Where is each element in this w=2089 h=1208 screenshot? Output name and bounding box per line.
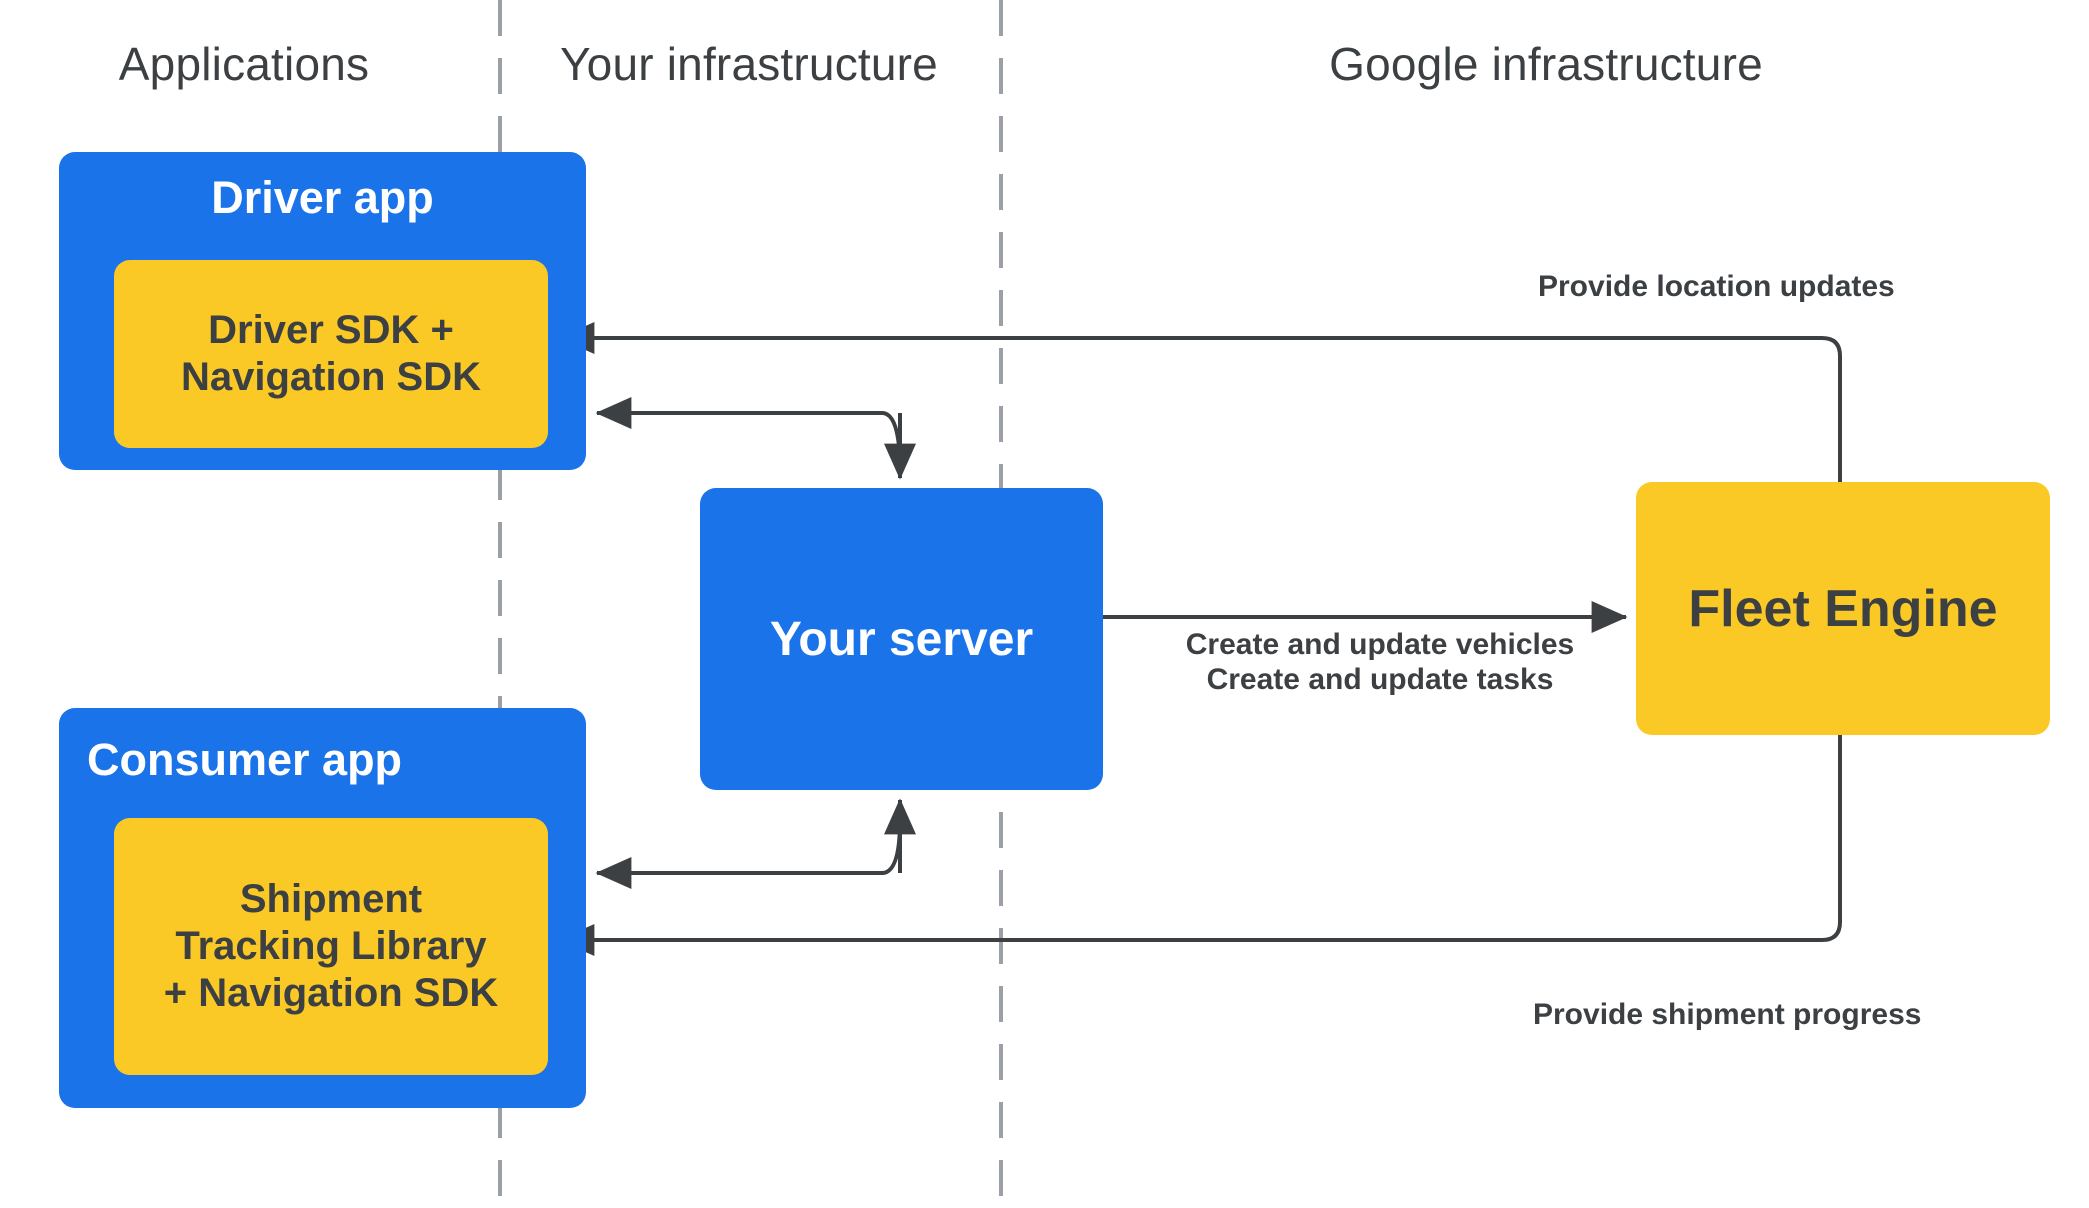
driver-app-title: Driver app (211, 172, 434, 223)
node-consumer-sdk[interactable]: Shipment Tracking Library + Navigation S… (114, 818, 548, 1075)
edge-label-create-update: Create and update vehicles Create and up… (1150, 628, 1610, 697)
consumer-sdk-line-1: Shipment (239, 876, 423, 921)
driver-sdk-line-1: Driver SDK + (208, 307, 454, 352)
edge-label-create-tasks: Create and update tasks (1206, 662, 1554, 696)
edge-label-location-updates: Provide location updates (1538, 270, 1895, 303)
node-fleet-engine[interactable]: Fleet Engine (1636, 482, 2050, 735)
consumer-sdk-text: Shipment Tracking Library + Navigation S… (114, 876, 548, 1018)
consumer-app-title: Consumer app (87, 734, 403, 785)
driver-sdk-text: Driver SDK + Navigation SDK (114, 307, 548, 401)
consumer-sdk-line-3: + Navigation SDK (163, 971, 499, 1016)
edge-label-create-vehicles: Create and update vehicles (1185, 628, 1575, 661)
edge-server-to-driver (595, 397, 902, 471)
node-your-server[interactable]: Your server (700, 488, 1103, 790)
fleet-engine-label: Fleet Engine (1688, 579, 1998, 638)
node-consumer-app[interactable]: Consumer app Shipment Tracking Library +… (59, 708, 586, 1108)
edge-location-updates (558, 322, 1842, 482)
column-header-your-infrastructure: Your infrastructure (560, 38, 938, 90)
your-server-label: Your server (769, 612, 1034, 666)
consumer-sdk-line-2: Tracking Library (175, 923, 487, 968)
edge-label-shipment-progress: Provide shipment progress (1533, 998, 1922, 1031)
node-driver-sdk[interactable]: Driver SDK + Navigation SDK (114, 260, 548, 448)
node-driver-app[interactable]: Driver app Driver SDK + Navigation SDK (59, 152, 586, 470)
column-header-google-infrastructure: Google infrastructure (1329, 38, 1763, 90)
column-header-applications: Applications (118, 38, 370, 90)
driver-sdk-line-2: Navigation SDK (180, 355, 482, 399)
edge-server-to-consumer (595, 819, 902, 889)
